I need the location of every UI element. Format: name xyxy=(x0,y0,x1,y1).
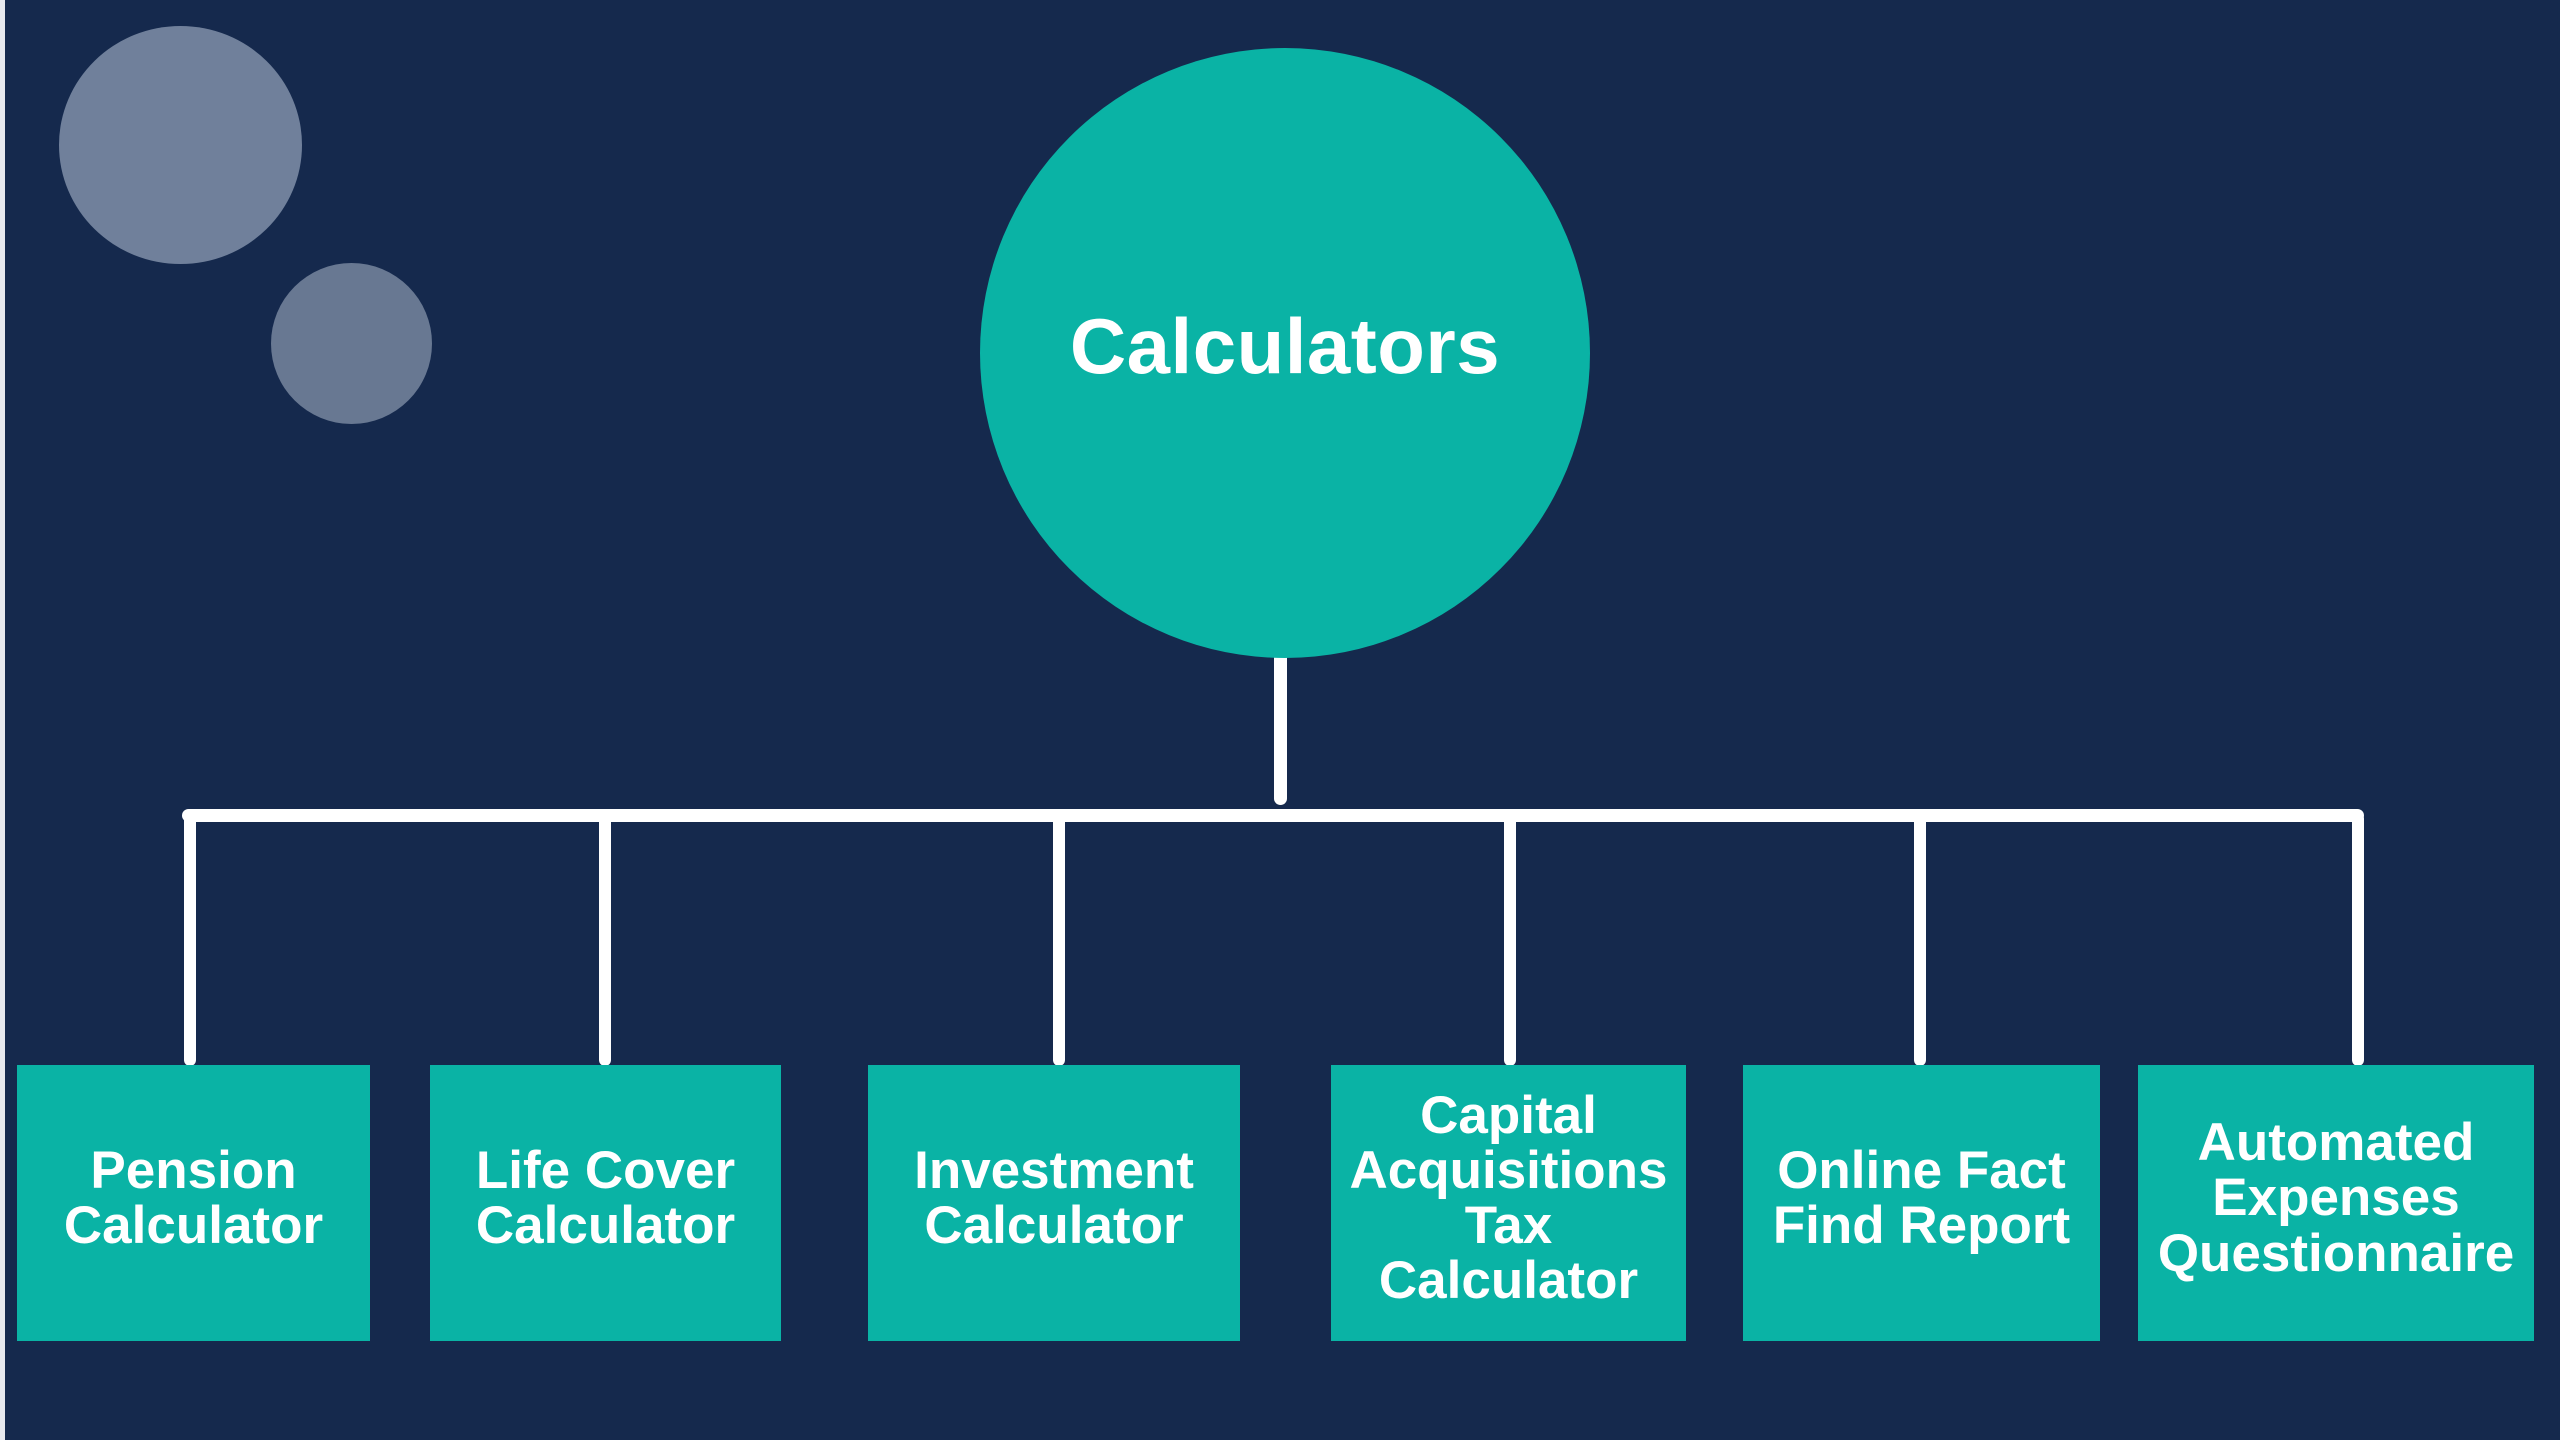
decor-circle-large xyxy=(59,26,302,264)
connector-horizontal xyxy=(182,809,2364,822)
decor-circle-small xyxy=(271,263,432,424)
connector-drop-online-fact-find xyxy=(1914,813,1926,1066)
node-life-cover-calculator: Life Cover Calculator xyxy=(430,1065,781,1341)
connector-drop-pension xyxy=(184,813,196,1066)
connector-drop-investment xyxy=(1053,813,1065,1066)
connector-drop-automated-expenses xyxy=(2352,813,2364,1066)
connector-drop-capital-acquisitions xyxy=(1504,813,1516,1066)
root-node-calculators: Calculators xyxy=(980,48,1590,658)
connector-drop-life-cover xyxy=(599,813,611,1066)
node-label: Automated Expenses Questionnaire xyxy=(2157,1113,2515,1283)
node-pension-calculator: Pension Calculator xyxy=(17,1065,370,1341)
node-label: Life Cover Calculator xyxy=(475,1140,736,1255)
node-label: Pension Calculator xyxy=(63,1140,324,1255)
node-investment-calculator: Investment Calculator xyxy=(868,1065,1240,1341)
node-label: Online Fact Find Report xyxy=(1772,1140,2071,1255)
node-automated-expenses-questionnaire: Automated Expenses Questionnaire xyxy=(2138,1065,2534,1341)
left-edge-highlight xyxy=(0,0,5,1440)
node-capital-acquisitions-tax-calculator: Capital Acquisitions Tax Calculator xyxy=(1331,1065,1686,1341)
node-label: Capital Acquisitions Tax Calculator xyxy=(1349,1085,1668,1311)
root-node-label: Calculators xyxy=(1069,301,1501,390)
connector-stem xyxy=(1274,642,1287,805)
node-online-fact-find-report: Online Fact Find Report xyxy=(1743,1065,2100,1341)
node-label: Investment Calculator xyxy=(914,1140,1194,1255)
